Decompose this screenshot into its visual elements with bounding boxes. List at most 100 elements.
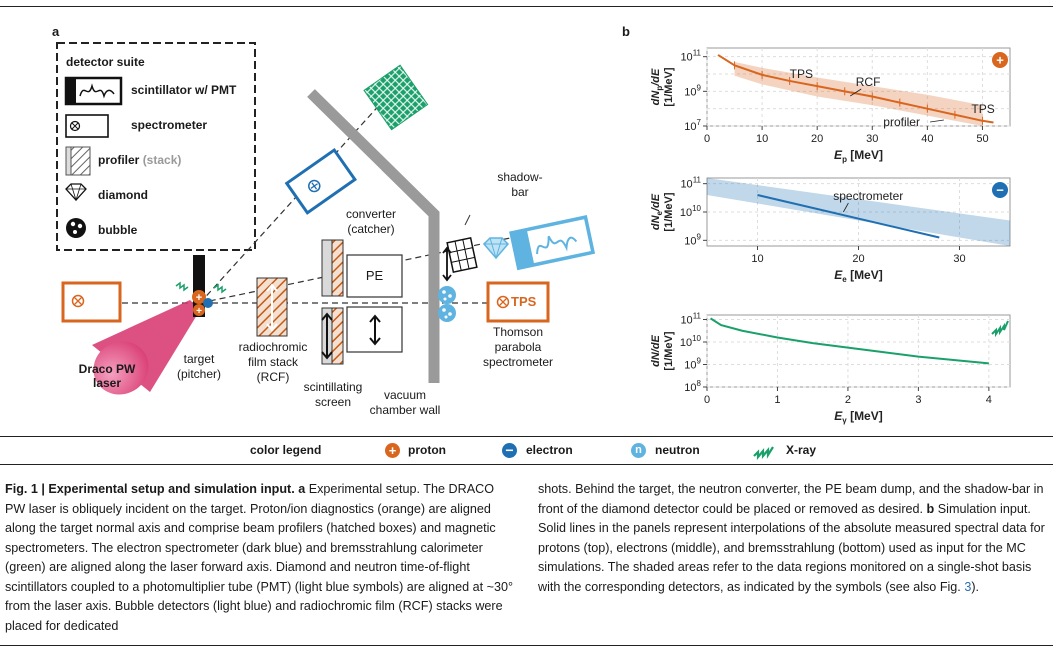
legend-xray-icon [753,446,774,460]
shadowbar-label-1: shadow- [497,170,543,184]
y-axis-label: dNe/dE [650,193,664,230]
legend-neutron-icon: n [631,443,646,458]
diamond-icon [65,183,87,201]
y-tick-label: 1010 [680,334,702,349]
target-label: target(pitcher) [168,352,230,382]
bottom-rule [0,645,1053,646]
y-axis-unit: [1/MeV] [663,192,675,231]
x-tick-label: 20 [811,133,823,145]
monitored-band [707,178,1010,246]
converter-label-2: (catcher) [347,222,395,236]
caption-fig-title: Fig. 1 | Experimental setup and simulati… [5,482,295,496]
legend-neutron-label: neutron [655,443,700,457]
target-label-2: (pitcher) [176,367,221,381]
screen-label-1: scintillating [303,380,363,394]
legend-electron-icon: − [502,443,517,458]
tps-box-label: TPS [511,294,537,309]
shadowbar-label-2: bar [511,185,529,199]
plot-frame [706,47,1011,127]
pe-block [346,254,403,298]
caption-column-1: Fig. 1 | Experimental setup and simulati… [5,480,515,636]
caption-col1-text: Experimental setup. The DRACO PW laser i… [5,482,513,633]
chamber-wall [307,89,440,383]
pe-label: PE [365,268,384,283]
detector-suite-title: detector suite [66,55,145,69]
y-axis-unit: [1/MeV] [663,331,675,370]
y-axis-unit: [1/MeV] [663,67,675,106]
x-axis-label: Ee [MeV] [834,268,882,284]
tps-desc-2: parabola [494,340,542,354]
laser-cone [92,300,200,392]
symbol-glyph: + [996,53,1004,68]
rcf-label-3: (RCF) [256,370,290,384]
x-axis-label: Ep [MeV] [834,148,883,164]
legend-proton-label: proton [408,443,446,457]
x-tick-label: 10 [751,253,763,265]
y-tick-label: 1010 [680,204,702,219]
tps-desc-3: spectrometer [482,355,554,369]
caption-column-2: shots. Behind the target, the neutron co… [538,480,1050,597]
caption-col2-text-c: ). [971,579,980,594]
series-line [717,54,994,124]
legend-top-rule [0,436,1053,437]
spectrometer-icon [65,114,109,138]
annotation-tps-left: TPS [790,67,813,81]
y-tick-label: 1011 [680,49,701,64]
suite-label-scintillator: scintillator w/ PMT [131,83,237,97]
caption-b-label: b [926,501,935,516]
annotation-tps-right: TPS [971,102,994,116]
y-tick-label: 109 [684,83,701,98]
caption-fig-ref[interactable]: 3 [964,579,972,594]
svg-text:+: + [196,292,202,304]
shadowbar-label: shadow-bar [490,170,550,200]
legend-xray-label: X-ray [786,443,817,457]
x-tick-label: 30 [953,253,965,265]
legend-electron-label: electron [526,443,573,457]
calorimeter [363,64,429,131]
y-tick-label: 1011 [680,176,701,191]
panel-a-letter: a [52,24,60,39]
wall-label-1: vacuum [383,388,427,402]
series-line [757,194,940,239]
y-tick-label: 109 [684,357,701,372]
annotation-leader [930,119,944,123]
electron-symbol [992,182,1008,198]
proton-symbol [992,52,1008,68]
x-tick-label: 20 [852,253,864,265]
annotation-profiler: profiler [883,115,920,129]
setup-diagram: + + [56,42,596,395]
x-tick-label: 0 [704,394,710,406]
xray-symbol [991,320,1009,338]
series-line [709,317,989,365]
laser-label: Draco PW laser [78,362,136,390]
panel-b-letter: b [622,24,630,39]
symbol-glyph: − [996,183,1004,198]
y-axis-label: dN/dE [650,334,662,366]
caption-a-label: a [298,482,306,496]
converter-label: converter(catcher) [336,207,406,237]
screen-label-2: screen [314,395,352,409]
profiler-label: profiler [98,153,140,167]
suite-label-bubble: bubble [98,223,138,237]
bubble-icon [66,218,86,238]
annotation-spectrometer: spectrometer [833,189,903,203]
profiler-note: (stack) [142,153,182,167]
rcf-label-1: radiochromic [238,340,308,354]
y-tick-label: 108 [684,379,701,394]
x-tick-label: 50 [976,133,988,145]
caption-col2-text-b: Simulation input. Solid lines in the pan… [538,501,1045,594]
y-tick-label: 107 [684,118,701,133]
y-tick-label: 109 [684,232,701,247]
target-label-1: target [183,352,215,366]
x-tick-label: 10 [756,133,768,145]
left-spectrometer [61,281,122,323]
annotation-leader [843,202,849,213]
caption-col2-text-a: shots. Behind the target, the neutron co… [538,482,1044,516]
x-tick-label: 0 [704,133,710,145]
y-tick-label: 1011 [680,312,701,327]
svg-text:+: + [196,306,202,317]
